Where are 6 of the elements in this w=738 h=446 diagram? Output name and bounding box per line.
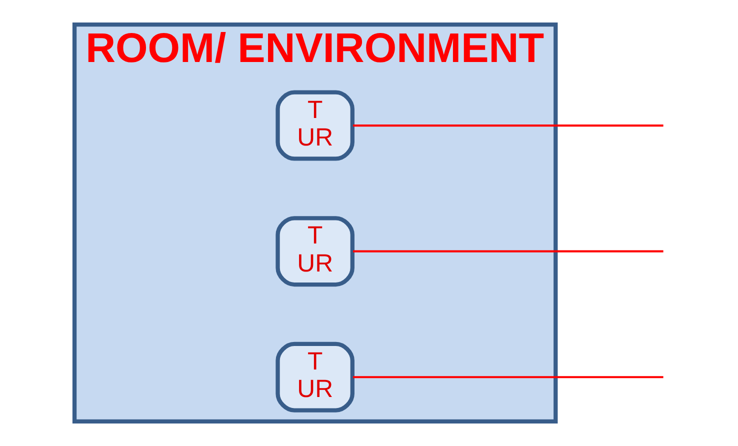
node-box: T UR <box>275 90 354 161</box>
connector <box>352 376 663 378</box>
node-box: T UR <box>275 342 354 412</box>
connector <box>352 124 663 127</box>
connector <box>352 250 663 252</box>
node-box: T UR <box>275 216 354 287</box>
